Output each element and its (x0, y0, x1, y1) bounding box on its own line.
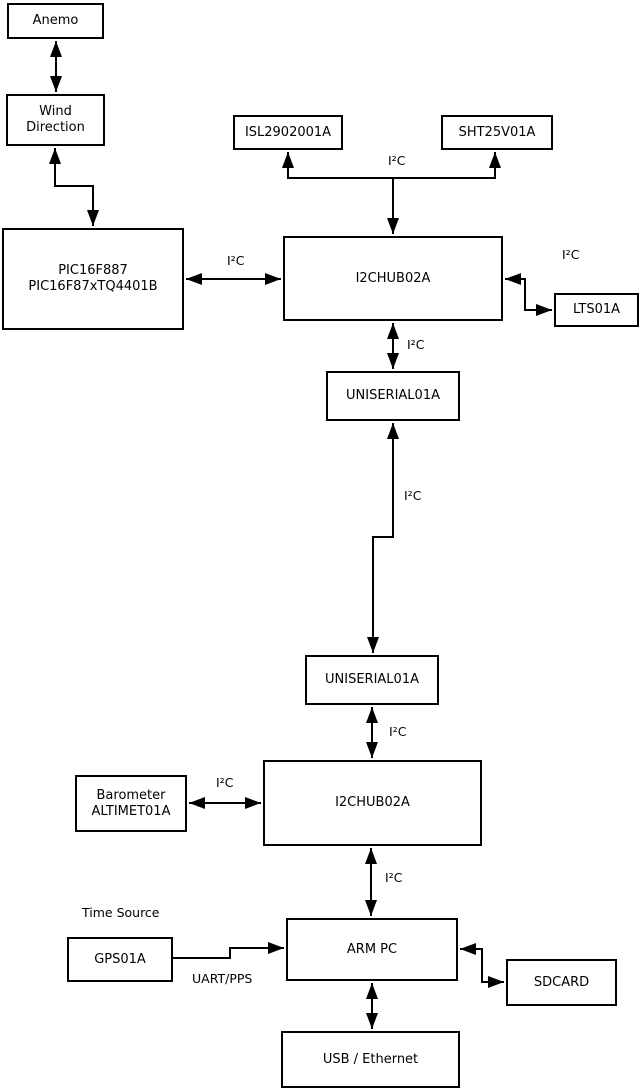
box-pic16f887-label-line2: PIC16F87xTQ4401B (28, 279, 158, 294)
box-wind-direction-label-line2: Direction (26, 120, 85, 135)
box-sht25v01a-label: SHT25V01A (458, 124, 536, 140)
label-i2c-uniserial2-hub2: I²C (389, 724, 407, 739)
label-i2c-hub1-uniserial1: I²C (407, 337, 425, 352)
box-barometer-altimet01a: Barometer ALTIMET01A (75, 775, 187, 832)
box-sdcard-label: SDCARD (533, 974, 590, 990)
connector-hub1-isl-sht-bus (282, 152, 501, 179)
box-uniserial01a-upper-label: UNISERIAL01A (346, 388, 440, 403)
connector-gps-armpc (173, 942, 284, 959)
box-i2chub02a-lower: I2CHUB02A (263, 760, 482, 846)
box-pic16f887: PIC16F887 PIC16F87xTQ4401B (2, 228, 184, 330)
label-i2c-hub2-armpc: I²C (385, 870, 403, 885)
label-i2c-barometer-hub2: I²C (216, 775, 234, 790)
box-i2chub02a-upper-label: I2CHUB02A (355, 270, 431, 286)
connector-uniserial1-uniserial2 (367, 423, 399, 653)
label-uart-pps: UART/PPS (192, 971, 253, 986)
label-i2c-sensors-top: I²C (388, 153, 406, 168)
connector-winddirection-pic (49, 148, 99, 226)
box-gps01a: GPS01A (67, 937, 173, 982)
box-isl2902001a-label: ISL2902001A (244, 124, 332, 140)
box-barometer-label-line1: Barometer (96, 787, 166, 803)
box-i2chub02a-upper: I2CHUB02A (283, 236, 503, 321)
box-arm-pc: ARM PC (286, 918, 458, 981)
label-i2c-hub1-lts: I²C (562, 247, 580, 262)
box-anemo-label: Anemo (32, 13, 79, 28)
box-i2chub02a-lower-label: I2CHUB02A (335, 795, 410, 810)
box-sdcard: SDCARD (506, 959, 617, 1006)
box-barometer-label-line2: ALTIMET01A (91, 803, 171, 819)
box-usb-ethernet-label: USB / Ethernet (322, 1051, 419, 1067)
box-sht25v01a: SHT25V01A (441, 115, 553, 150)
connector-armpc-sdcard (460, 943, 504, 988)
box-anemo: Anemo (7, 3, 104, 39)
connector-hub1-lts (505, 273, 552, 316)
box-uniserial01a-lower: UNISERIAL01A (305, 655, 439, 705)
box-arm-pc-label: ARM PC (346, 941, 398, 957)
box-pic16f887-label-line1: PIC16F887 (58, 263, 128, 278)
label-time-source: Time Source (82, 905, 160, 920)
box-uniserial01a-upper: UNISERIAL01A (326, 371, 460, 421)
label-i2c-pic-hub1: I²C (227, 253, 245, 268)
box-uniserial01a-lower-label: UNISERIAL01A (325, 672, 419, 687)
box-wind-direction: Wind Direction (6, 94, 105, 146)
box-lts01a-label: LTS01A (572, 302, 621, 317)
box-wind-direction-label-line1: Wind (39, 104, 72, 119)
label-i2c-uniserial1-uniserial2: I²C (404, 488, 422, 503)
box-lts01a: LTS01A (554, 293, 639, 327)
box-isl2902001a: ISL2902001A (233, 115, 343, 150)
box-gps01a-label: GPS01A (94, 951, 146, 967)
box-usb-ethernet: USB / Ethernet (281, 1031, 460, 1088)
